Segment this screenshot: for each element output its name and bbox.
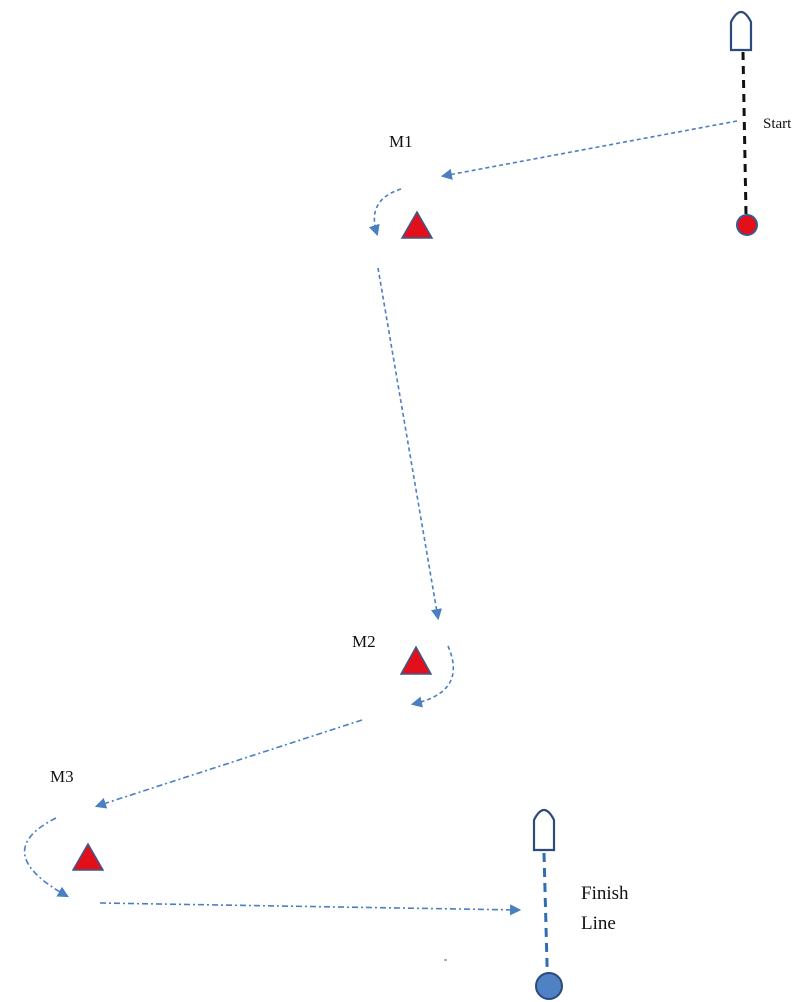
mark-3-triangle-icon [71,842,105,871]
start-boat-icon [729,10,753,52]
finish-pin-icon [535,972,563,1000]
route-rounding-m2 [410,645,455,708]
start-line-group: Start [729,10,792,236]
finish-boat-icon [532,808,556,852]
route-rounding-m1 [368,188,402,237]
route-rounding-m3 [23,817,69,898]
finish-label-line1: Finish [581,883,629,904]
mark-2-label: M2 [352,632,376,651]
mark-2-group: M2 [352,632,433,675]
route-leg-m2-to-m3 [94,719,363,809]
mark-1-triangle-icon [400,210,434,239]
mark-3-label: M3 [50,767,74,786]
route-leg-m3-to-finish [99,902,522,916]
start-label: Start [763,116,792,132]
route-group [23,120,738,916]
route-leg-start-to-m1 [440,120,738,180]
route-leg-m1-to-m2 [377,267,443,621]
mark-3-group: M3 [50,767,105,871]
mark-1-group: M1 [389,132,434,239]
mark-1-label: M1 [389,132,413,151]
start-line [741,51,748,215]
finish-line-group: Finish Line [532,808,629,1001]
mark-2-triangle-icon [399,645,433,675]
finish-label-line2: Line [581,913,616,934]
start-pin-icon [736,214,758,236]
